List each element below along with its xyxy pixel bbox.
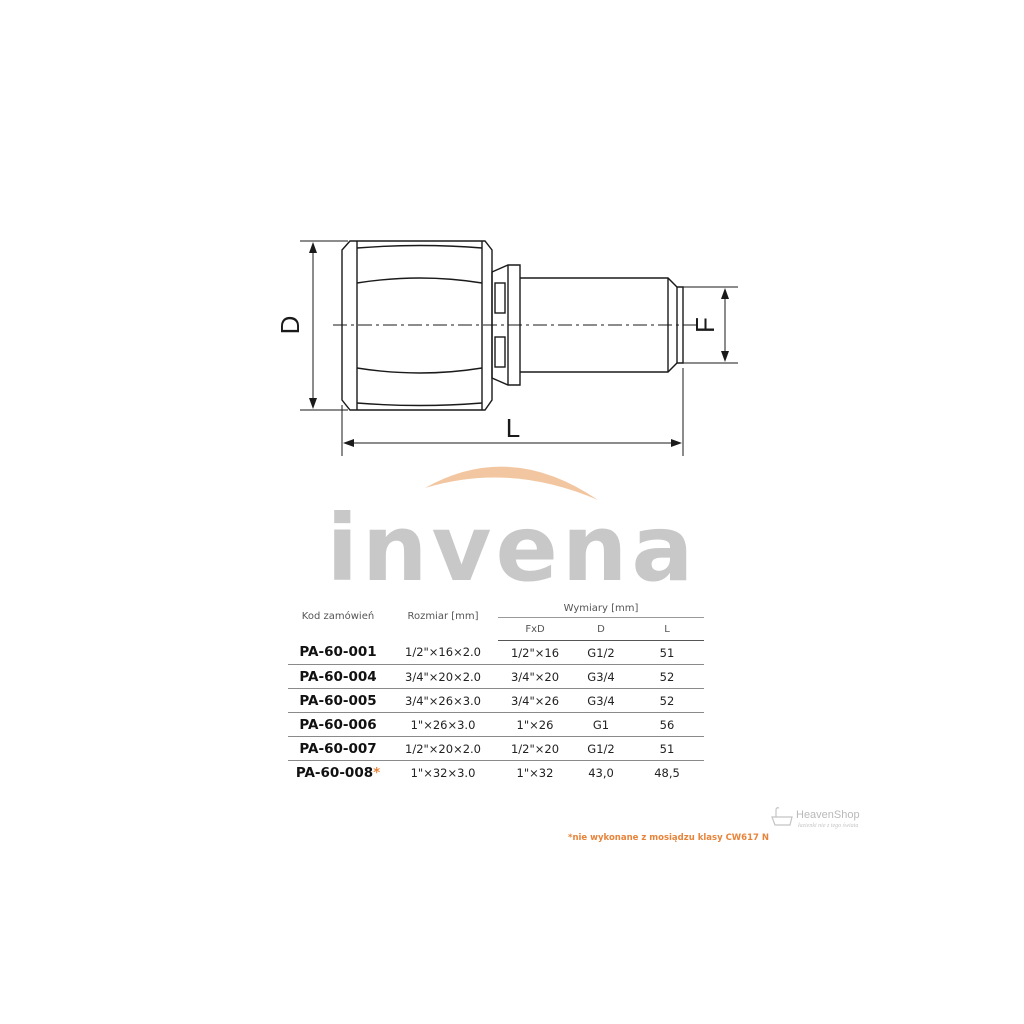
header-dimensions: Wymiary [mm]	[498, 592, 704, 618]
header-size: Rozmiar [mm]	[407, 610, 479, 622]
collar-slot	[494, 336, 506, 368]
logo-arc	[425, 466, 598, 500]
footnote: *nie wykonane z mosiądzu klasy CW617 N	[568, 833, 769, 843]
d-cell: G1/2	[572, 640, 630, 665]
fxd-cell: 3/4"×20	[498, 664, 572, 689]
l-cell: 51	[630, 640, 704, 665]
l-cell: 56	[630, 712, 704, 737]
nut-hex-arc	[356, 244, 483, 249]
table-row: PA-60-004 3/4"×20×2.0 3/4"×20 G3/4 52	[288, 664, 704, 689]
table-row: PA-60-006 1"×26×3.0 1"×26 G1 56	[288, 712, 704, 737]
header-l: L	[630, 617, 704, 641]
dimension-label-f: F	[690, 317, 720, 333]
d-cell: 43,0	[588, 765, 614, 780]
d-cell: G1/2	[572, 736, 630, 761]
order-code: PA-60-007	[288, 736, 388, 761]
arrowhead	[309, 398, 317, 409]
arrowhead	[671, 439, 682, 447]
arrowhead	[309, 242, 317, 253]
shop-watermark: HeavenShop łazienki nie z tego świata	[771, 807, 860, 829]
order-code: PA-60-006	[288, 712, 388, 737]
order-code: PA-60-008*	[295, 764, 381, 781]
bathtub-icon	[771, 807, 793, 826]
size-cell: 1/2"×16×2.0	[388, 640, 498, 665]
fxd-cell: 1"×32	[516, 765, 554, 780]
header-code: Kod zamówień	[301, 610, 375, 622]
l-cell: 51	[630, 736, 704, 761]
dimension-label-l: L	[506, 413, 520, 443]
table-row: PA-60-001 1/2"×16×2.0 1/2"×16 G1/2 51	[288, 640, 704, 665]
table-row: PA-60-005 3/4"×26×3.0 3/4"×26 G3/4 52	[288, 688, 704, 713]
table-row: PA-60-007 1/2"×20×2.0 1/2"×20 G1/2 51	[288, 736, 704, 761]
nut-hex-arc	[356, 402, 483, 407]
order-code: PA-60-001	[288, 640, 388, 665]
d-cell: G1	[572, 712, 630, 737]
arrowhead	[343, 439, 354, 447]
brand-logo: invena	[327, 466, 698, 600]
header-d: D	[572, 617, 630, 641]
nut-hex-arc	[356, 367, 483, 374]
header-fxd: FxD	[498, 617, 572, 641]
l-cell: 48,5	[654, 765, 680, 780]
watermark-name: HeavenShop	[796, 809, 860, 821]
fxd-cell: 3/4"×26	[498, 688, 572, 713]
size-cell: 3/4"×20×2.0	[388, 664, 498, 689]
order-code: PA-60-004	[288, 664, 388, 689]
arrowhead	[721, 351, 729, 362]
size-cell: 1/2"×20×2.0	[388, 736, 498, 761]
fxd-cell: 1"×26	[498, 712, 572, 737]
table-row: PA-60-008* 1"×32×3.0 1"×32 43,0 48,5	[288, 761, 704, 785]
arrowhead	[721, 288, 729, 299]
technical-drawing: D F L	[275, 240, 738, 456]
l-cell: 52	[630, 664, 704, 689]
d-cell: G3/4	[572, 664, 630, 689]
watermark-tagline: łazienki nie z tego świata	[798, 823, 858, 829]
order-code: PA-60-005	[288, 688, 388, 713]
dimension-label-d: D	[275, 316, 305, 335]
size-cell: 3/4"×26×3.0	[388, 688, 498, 713]
spec-table: Kod zamówień Rozmiar [mm] Wymiary [mm] F…	[288, 592, 704, 784]
nut-hex-arc	[356, 277, 483, 284]
d-cell: G3/4	[572, 688, 630, 713]
size-cell: 1"×26×3.0	[388, 712, 498, 737]
nut-outline	[341, 240, 493, 411]
logo-text: invena	[327, 495, 698, 600]
collar-slot	[494, 282, 506, 314]
size-cell: 1"×32×3.0	[410, 765, 476, 780]
fxd-cell: 1/2"×16	[498, 640, 572, 665]
fxd-cell: 1/2"×20	[498, 736, 572, 761]
l-cell: 52	[630, 688, 704, 713]
